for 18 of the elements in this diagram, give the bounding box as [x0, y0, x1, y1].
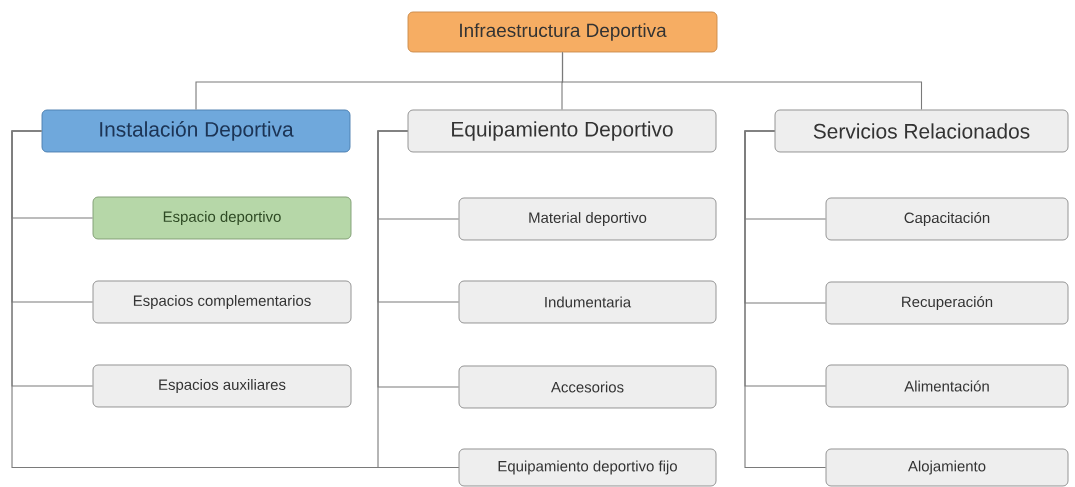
connector-line [744, 130, 827, 469]
connector-line [561, 51, 923, 111]
item-box: Alimentación [825, 364, 1069, 408]
item-box: Equipamiento deportivo fijo [458, 448, 717, 487]
item-box: Material deportivo [458, 197, 717, 241]
item-box: Alojamiento [825, 448, 1069, 487]
connector-line [377, 130, 460, 469]
category-box: Servicios Relacionados [774, 109, 1069, 153]
item-box: Accesorios [458, 365, 717, 409]
item-box: Espacios auxiliares [92, 364, 352, 408]
root-box: Infraestructura Deportiva [407, 11, 718, 53]
item-box: Espacio deportivo [92, 196, 352, 240]
item-box: Espacios complementarios [92, 280, 352, 324]
category-box: Instalación Deportiva [41, 109, 351, 153]
item-box: Recuperación [825, 281, 1069, 325]
category-box: Equipamiento Deportivo [407, 109, 717, 153]
item-box: Indumentaria [458, 280, 717, 324]
item-box: Capacitación [825, 197, 1069, 241]
